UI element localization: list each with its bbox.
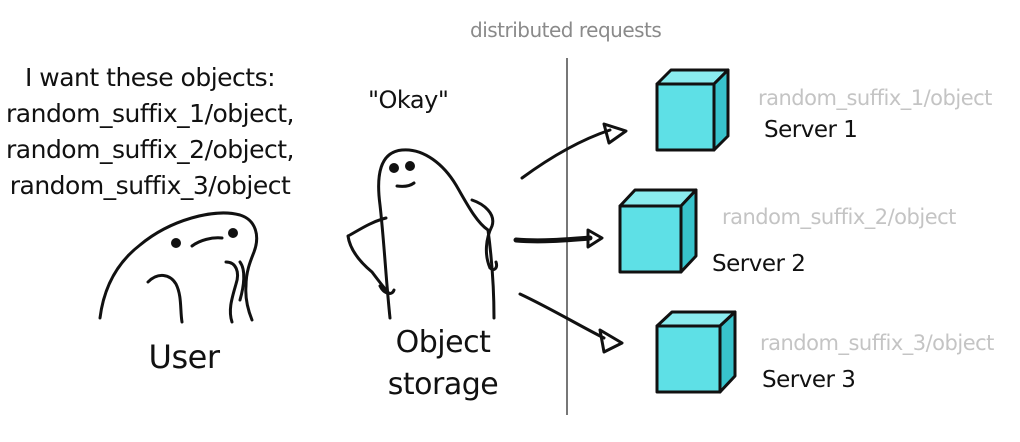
server-2-label: Server 2 bbox=[712, 251, 806, 277]
storage-eye-right bbox=[405, 161, 415, 171]
user-body-outline bbox=[98, 211, 259, 322]
server-cube-2-side bbox=[679, 188, 698, 274]
arrowhead-server-1 bbox=[602, 122, 628, 145]
object-storage-label: Object storage bbox=[378, 322, 508, 406]
diagram-caption: distributed requests bbox=[470, 18, 662, 42]
server-3-label: Server 3 bbox=[762, 367, 856, 393]
server-3-path: random_suffix_3/object bbox=[760, 331, 994, 355]
server-1-path: random_suffix_1/object bbox=[758, 86, 992, 110]
server-cube-1-front bbox=[655, 82, 716, 152]
server-cube-2-front bbox=[618, 204, 683, 274]
storage-label-line: Object bbox=[395, 325, 491, 360]
request-line: random_suffix_1/object, bbox=[6, 99, 295, 128]
user-eye-right bbox=[228, 228, 238, 238]
user-mouth bbox=[190, 236, 224, 248]
server-cube-3-front bbox=[655, 324, 722, 394]
request-line: I want these objects: bbox=[24, 63, 276, 92]
storage-label-line: storage bbox=[387, 367, 499, 402]
user-label: User bbox=[148, 338, 220, 376]
server-cube-3-side bbox=[718, 310, 737, 394]
arrowhead-server-2 bbox=[586, 228, 604, 249]
storage-character bbox=[346, 148, 498, 320]
server-1-label: Server 1 bbox=[764, 117, 858, 143]
server-cube-1 bbox=[655, 68, 730, 152]
server-2-path: random_suffix_2/object bbox=[722, 205, 956, 229]
arrowhead-server-3 bbox=[598, 328, 624, 354]
storage-body-outline bbox=[377, 148, 496, 320]
server-cube-1-side bbox=[712, 68, 730, 152]
user-arm bbox=[224, 260, 240, 324]
storage-eye-left bbox=[389, 163, 399, 173]
arrow-to-server-2 bbox=[513, 235, 593, 244]
storage-right-arm bbox=[470, 198, 498, 272]
user-arm-inner bbox=[238, 260, 246, 302]
user-request-text: I want these objects: random_suffix_1/ob… bbox=[0, 60, 300, 204]
request-line: random_suffix_2/object, bbox=[6, 135, 295, 164]
user-eye-left bbox=[171, 238, 181, 248]
request-arrows bbox=[513, 122, 628, 354]
storage-speech: "Okay" bbox=[368, 86, 449, 114]
arrow-to-server-3 bbox=[518, 292, 606, 340]
user-hand bbox=[146, 274, 184, 324]
request-line: random_suffix_3/object bbox=[9, 171, 291, 200]
server-cube-3 bbox=[655, 310, 737, 394]
storage-left-hand bbox=[378, 284, 396, 295]
storage-mouth bbox=[395, 181, 416, 188]
user-character bbox=[98, 211, 259, 324]
storage-left-arm bbox=[346, 216, 390, 294]
server-cube-2 bbox=[618, 188, 698, 274]
arrow-to-server-1 bbox=[520, 128, 612, 180]
